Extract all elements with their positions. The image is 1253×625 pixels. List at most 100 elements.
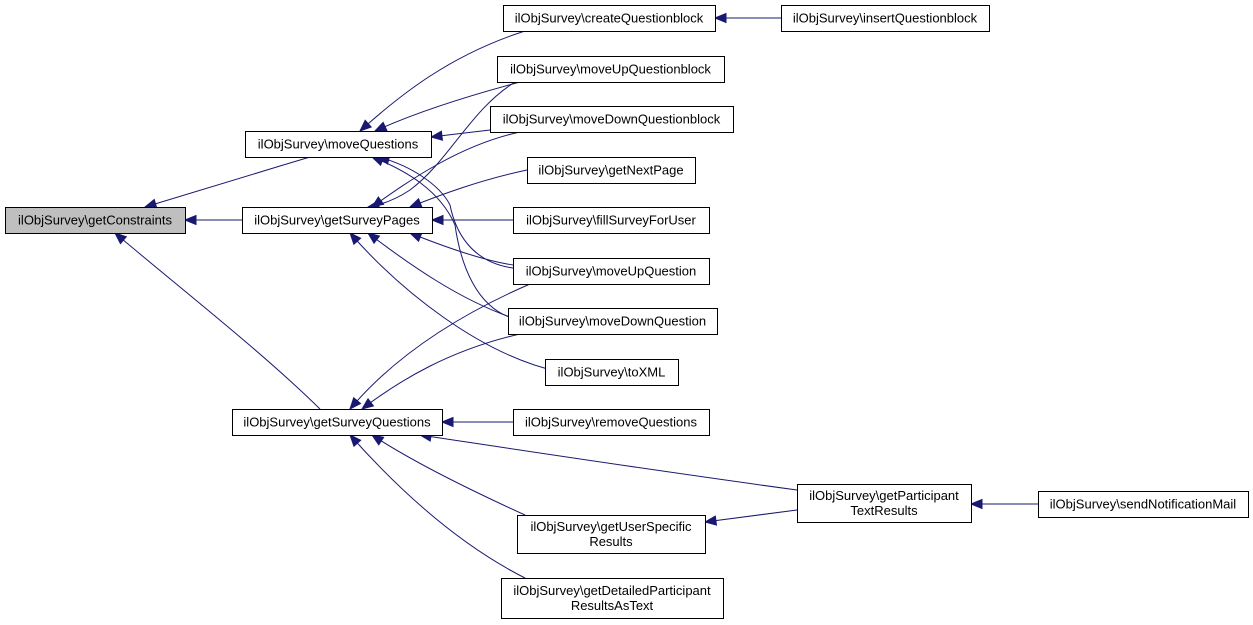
- arrowhead-icon: [408, 232, 423, 243]
- node-moveUpQuestion[interactable]: ilObjSurvey\moveUpQuestion: [513, 258, 710, 285]
- arrowhead-icon: [370, 156, 385, 167]
- node-getConstraints[interactable]: ilObjSurvey\getConstraints: [5, 207, 186, 234]
- arrowhead-icon: [408, 197, 423, 208]
- arrowhead-icon: [143, 198, 158, 209]
- edge-line: [349, 283, 531, 410]
- node-label: ilObjSurvey\moveUpQuestion: [526, 264, 697, 279]
- node-label: ilObjSurvey\getDetailedParticipant: [513, 583, 711, 598]
- node-label: ResultsAsText: [571, 598, 654, 613]
- node-label: TextResults: [850, 503, 918, 518]
- node-box: [527, 157, 696, 184]
- edge-line: [367, 232, 514, 319]
- edge-getDetailedParticipantResultsAsText-to-getSurveyQuestions: [349, 434, 526, 579]
- node-label: Results: [589, 534, 633, 549]
- edge-moveDownQuestionblock-to-moveQuestions: [429, 129, 491, 141]
- edge-line: [367, 81, 516, 208]
- node-label: ilObjSurvey\getSurveyPages: [254, 213, 420, 228]
- node-label: ilObjSurvey\getConstraints: [18, 213, 172, 228]
- node-getSurveyPages[interactable]: ilObjSurvey\getSurveyPages: [242, 207, 433, 234]
- node-box: [545, 359, 679, 386]
- arrowhead-icon: [430, 214, 444, 226]
- arrowhead-icon: [349, 396, 362, 411]
- arrowhead-icon: [969, 498, 983, 510]
- node-getDetailedParticipantResultsAsText[interactable]: ilObjSurvey\getDetailedParticipantResult…: [501, 578, 724, 619]
- node-label: ilObjSurvey\sendNotificationMail: [1050, 497, 1237, 512]
- edge-line: [704, 509, 798, 523]
- edge-moveUpQuestion-to-getSurveyQuestions: [349, 283, 531, 411]
- edge-line: [114, 232, 321, 410]
- edge-line: [361, 333, 521, 410]
- arrowhead-icon: [359, 119, 373, 132]
- node-label: ilObjSurvey\moveQuestions: [258, 137, 419, 152]
- edge-moveUpQuestionblock-to-moveQuestions: [373, 81, 521, 132]
- edge-moveQuestions-to-getConstraints: [143, 156, 311, 209]
- node-label: ilObjSurvey\removeQuestions: [525, 415, 697, 430]
- edge-line: [144, 156, 311, 208]
- node-moveUpQuestionblock[interactable]: ilObjSurvey\moveUpQuestionblock: [497, 56, 725, 83]
- node-getSurveyQuestions[interactable]: ilObjSurvey\getSurveyQuestions: [232, 409, 443, 436]
- node-toXML[interactable]: ilObjSurvey\toXML: [545, 359, 679, 386]
- node-label: ilObjSurvey\getSurveyQuestions: [243, 415, 431, 430]
- edge-line: [371, 131, 521, 208]
- node-label: ilObjSurvey\getUserSpecific: [530, 519, 692, 534]
- node-box: [1038, 491, 1249, 518]
- edge-line: [349, 232, 561, 373]
- edge-toXML-to-getSurveyPages: [349, 232, 561, 373]
- node-box: [490, 106, 734, 133]
- node-createQuestionblock[interactable]: ilObjSurvey\createQuestionblock: [503, 5, 716, 32]
- edge-getSurveyPages-to-getConstraints: [183, 214, 242, 226]
- edge-moveDownQuestion-to-moveQuestions: [370, 156, 521, 321]
- node-insertQuestionblock[interactable]: ilObjSurvey\insertQuestionblock: [781, 5, 990, 32]
- node-label: ilObjSurvey\insertQuestionblock: [793, 11, 978, 26]
- edge-getUserSpecificResults-to-getSurveyQuestions: [370, 434, 526, 516]
- edge-removeQuestions-to-getSurveyQuestions: [440, 416, 513, 428]
- arrowhead-icon: [360, 397, 375, 410]
- arrowhead-icon: [429, 130, 444, 141]
- node-label: ilObjSurvey\fillSurveyForUser: [526, 213, 696, 228]
- node-label: ilObjSurvey\moveDownQuestionblock: [503, 112, 721, 127]
- edge-getUserSpecificResults-to-getParticipantTextResults: [703, 509, 798, 526]
- node-moveQuestions[interactable]: ilObjSurvey\moveQuestions: [245, 131, 432, 158]
- edge-line: [419, 434, 798, 491]
- nodes: ilObjSurvey\getConstraints ilObjSurvey\mo…: [5, 5, 1249, 619]
- edge-line: [374, 81, 521, 132]
- node-label: ilObjSurvey\moveUpQuestionblock: [510, 62, 711, 77]
- edge-line: [359, 30, 526, 132]
- arrowhead-icon: [703, 515, 718, 526]
- edge-getSurveyQuestions-to-getConstraints: [113, 232, 321, 410]
- node-box: [517, 515, 706, 554]
- edge-moveDownQuestionblock-to-getSurveyPages: [370, 131, 521, 208]
- node-removeQuestions[interactable]: ilObjSurvey\removeQuestions: [513, 409, 710, 436]
- edges: [113, 12, 1038, 579]
- node-sendNotificationMail[interactable]: ilObjSurvey\sendNotificationMail: [1038, 491, 1249, 518]
- node-fillSurveyForUser[interactable]: ilObjSurvey\fillSurveyForUser: [513, 207, 710, 234]
- node-box: [503, 5, 716, 32]
- edge-line: [377, 156, 514, 269]
- node-box: [245, 131, 432, 158]
- node-label: ilObjSurvey\moveDownQuestion: [519, 314, 706, 329]
- arrowhead-icon: [373, 121, 388, 132]
- arrowhead-icon: [349, 232, 362, 246]
- node-getNextPage[interactable]: ilObjSurvey\getNextPage: [527, 157, 696, 184]
- edge-fillSurveyForUser-to-getSurveyPages: [430, 214, 513, 226]
- node-moveDownQuestion[interactable]: ilObjSurvey\moveDownQuestion: [508, 308, 718, 335]
- node-box: [513, 258, 710, 285]
- node-label: ilObjSurvey\getParticipant: [809, 488, 959, 503]
- node-label: ilObjSurvey\getNextPage: [538, 163, 683, 178]
- node-moveDownQuestionblock[interactable]: ilObjSurvey\moveDownQuestionblock: [490, 106, 734, 133]
- edge-line: [371, 156, 521, 321]
- node-box: [508, 308, 718, 335]
- node-box: [501, 578, 724, 619]
- edge-getParticipantTextResults-to-getSurveyQuestions: [418, 431, 798, 491]
- node-box: [797, 484, 972, 523]
- arrowhead-icon: [440, 416, 454, 428]
- node-box: [497, 56, 725, 83]
- arrowhead-icon: [183, 214, 197, 226]
- node-box: [513, 409, 710, 436]
- node-box: [232, 409, 443, 436]
- edge-moveUpQuestion-to-getSurveyPages: [408, 232, 514, 266]
- arrowhead-icon: [349, 434, 362, 448]
